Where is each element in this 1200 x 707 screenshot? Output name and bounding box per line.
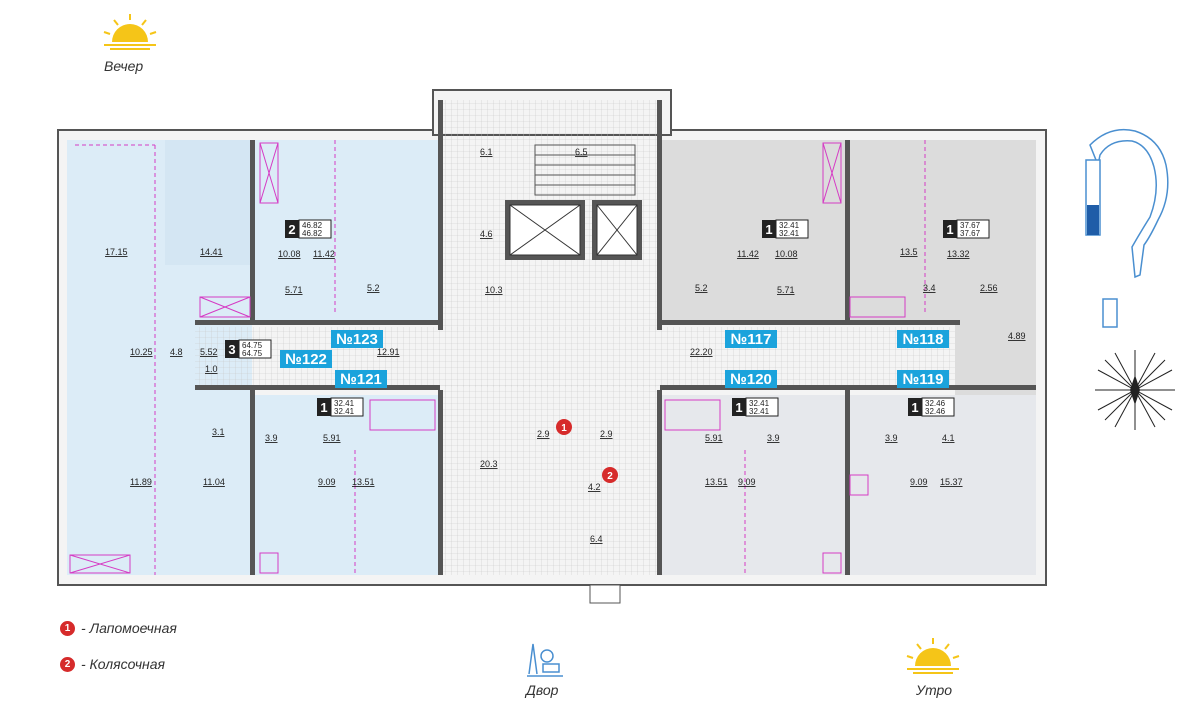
flat-area-123: 46.82	[302, 221, 323, 230]
room-area: 6.1	[480, 147, 493, 157]
legend-marker-2: 2	[60, 656, 75, 672]
flat-119-area	[848, 395, 1036, 575]
flat-rooms-118: 1	[946, 222, 953, 237]
floor-plan: 17.15 14.41 10.08 11.42 5.71 5.2 6.1 6.5…	[57, 89, 1047, 604]
room-area: 5.52	[200, 347, 218, 357]
evening-label: Вечер	[104, 58, 144, 74]
room-area: 15.37	[940, 477, 963, 487]
flat-123-area	[252, 140, 440, 320]
flat-number-118: №118	[903, 331, 944, 348]
room-area: 5.91	[323, 433, 341, 443]
stroller-marker	[602, 467, 618, 483]
paw-wash-marker	[556, 419, 572, 435]
flat-number-123: №123	[336, 331, 378, 348]
room-area: 10.25	[130, 347, 153, 357]
morning-sun-icon	[906, 638, 960, 674]
room-area: 10.08	[278, 249, 301, 259]
flat-area2-122: 64.75	[242, 349, 263, 358]
flat-rooms-117: 1	[765, 222, 772, 237]
flat-rooms-121: 1	[320, 400, 327, 415]
room-area: 10.08	[775, 249, 798, 259]
room-area: 4.2	[588, 482, 601, 492]
legend-label-2: - Колясочная	[81, 656, 166, 672]
room-area: 9.09	[910, 477, 928, 487]
room-area: 4.6	[480, 229, 493, 239]
yard-label: Двор	[526, 682, 559, 698]
room-area: 4.89	[1008, 331, 1026, 341]
room-area: 5.71	[777, 285, 795, 295]
room-area: 13.51	[705, 477, 728, 487]
room-area: 2.9	[537, 429, 550, 439]
flat-area2-119: 32.46	[925, 407, 946, 416]
flat-120-area	[660, 395, 848, 575]
flat-rooms-119: 1	[911, 400, 918, 415]
flat-area2-117: 32.41	[779, 229, 800, 238]
legend-item-1: 1 - Лапомоечная	[60, 620, 177, 636]
flat-area-119: 32.46	[925, 399, 946, 408]
legend-marker-1: 1	[60, 620, 75, 636]
flat-area-121: 32.41	[334, 399, 355, 408]
morning-label: Утро	[916, 682, 953, 698]
room-area: 9.09	[738, 477, 756, 487]
flat-rooms-122: 3	[228, 342, 235, 357]
room-area: 22.20	[690, 347, 713, 357]
compass-icon	[1095, 350, 1175, 430]
flat-area2-120: 32.41	[749, 407, 770, 416]
flat-number-120: №120	[730, 371, 772, 388]
flat-area-122: 64.75	[242, 341, 263, 350]
room-area: 13.51	[352, 477, 375, 487]
flat-area-120: 32.41	[749, 399, 770, 408]
room-area: 13.5	[900, 247, 918, 257]
room-area: 11.04	[203, 477, 225, 487]
flat-118-area	[848, 140, 1036, 320]
flat-area2-123: 46.82	[302, 229, 323, 238]
room-area: 11.42	[313, 249, 335, 259]
flat-area-118: 37.67	[960, 221, 981, 230]
room-area: 13.32	[947, 249, 970, 259]
room-area: 3.9	[767, 433, 780, 443]
room-area: 11.89	[130, 477, 152, 487]
room-area: 6.5	[575, 147, 588, 157]
flat-number-119: №119	[903, 371, 944, 388]
room-area: 3.4	[923, 283, 936, 293]
flat-area2-118: 37.67	[960, 229, 981, 238]
room-area: 10.3	[485, 285, 503, 295]
room-area: 11.42	[737, 249, 759, 259]
room-area: 1.0	[205, 364, 218, 374]
paw-wash-marker-label: 1	[561, 423, 567, 434]
room-area: 4.8	[170, 347, 183, 357]
room-area: 9.09	[318, 477, 336, 487]
legend-label-1: - Лапомоечная	[81, 620, 177, 636]
evening-sun-icon	[103, 14, 157, 50]
room-area: 5.2	[695, 283, 708, 293]
flat-number-121: №121	[340, 371, 382, 388]
flat-rooms-123: 2	[288, 222, 295, 237]
room-area: 3.9	[885, 433, 898, 443]
room-area: 12.91	[377, 347, 400, 357]
room-area: 17.15	[105, 247, 128, 257]
flat-121-area	[252, 395, 440, 575]
flat-number-122: №122	[285, 351, 327, 368]
flat-area-117: 32.41	[779, 221, 800, 230]
room-area: 5.91	[705, 433, 723, 443]
building-part-icon	[1102, 298, 1118, 328]
room-area: 4.1	[942, 433, 955, 443]
building-keyplan-icon	[1085, 128, 1169, 279]
room-area: 2.56	[980, 283, 998, 293]
flat-117-area	[660, 140, 848, 320]
flat-number-117: №117	[731, 331, 772, 348]
room-area: 3.1	[212, 427, 225, 437]
room-area: 20.3	[480, 459, 498, 469]
room-area: 2.9	[600, 429, 613, 439]
room-area: 5.71	[285, 285, 303, 295]
room-area: 5.2	[367, 283, 380, 293]
stroller-marker-label: 2	[607, 471, 613, 482]
flat-area2-121: 32.41	[334, 407, 355, 416]
room-area: 3.9	[265, 433, 278, 443]
room-area: 6.4	[590, 534, 603, 544]
yard-icon	[527, 643, 563, 677]
flat-rooms-120: 1	[735, 400, 742, 415]
legend-item-2: 2 - Колясочная	[60, 656, 165, 672]
room-area: 14.41	[200, 247, 223, 257]
